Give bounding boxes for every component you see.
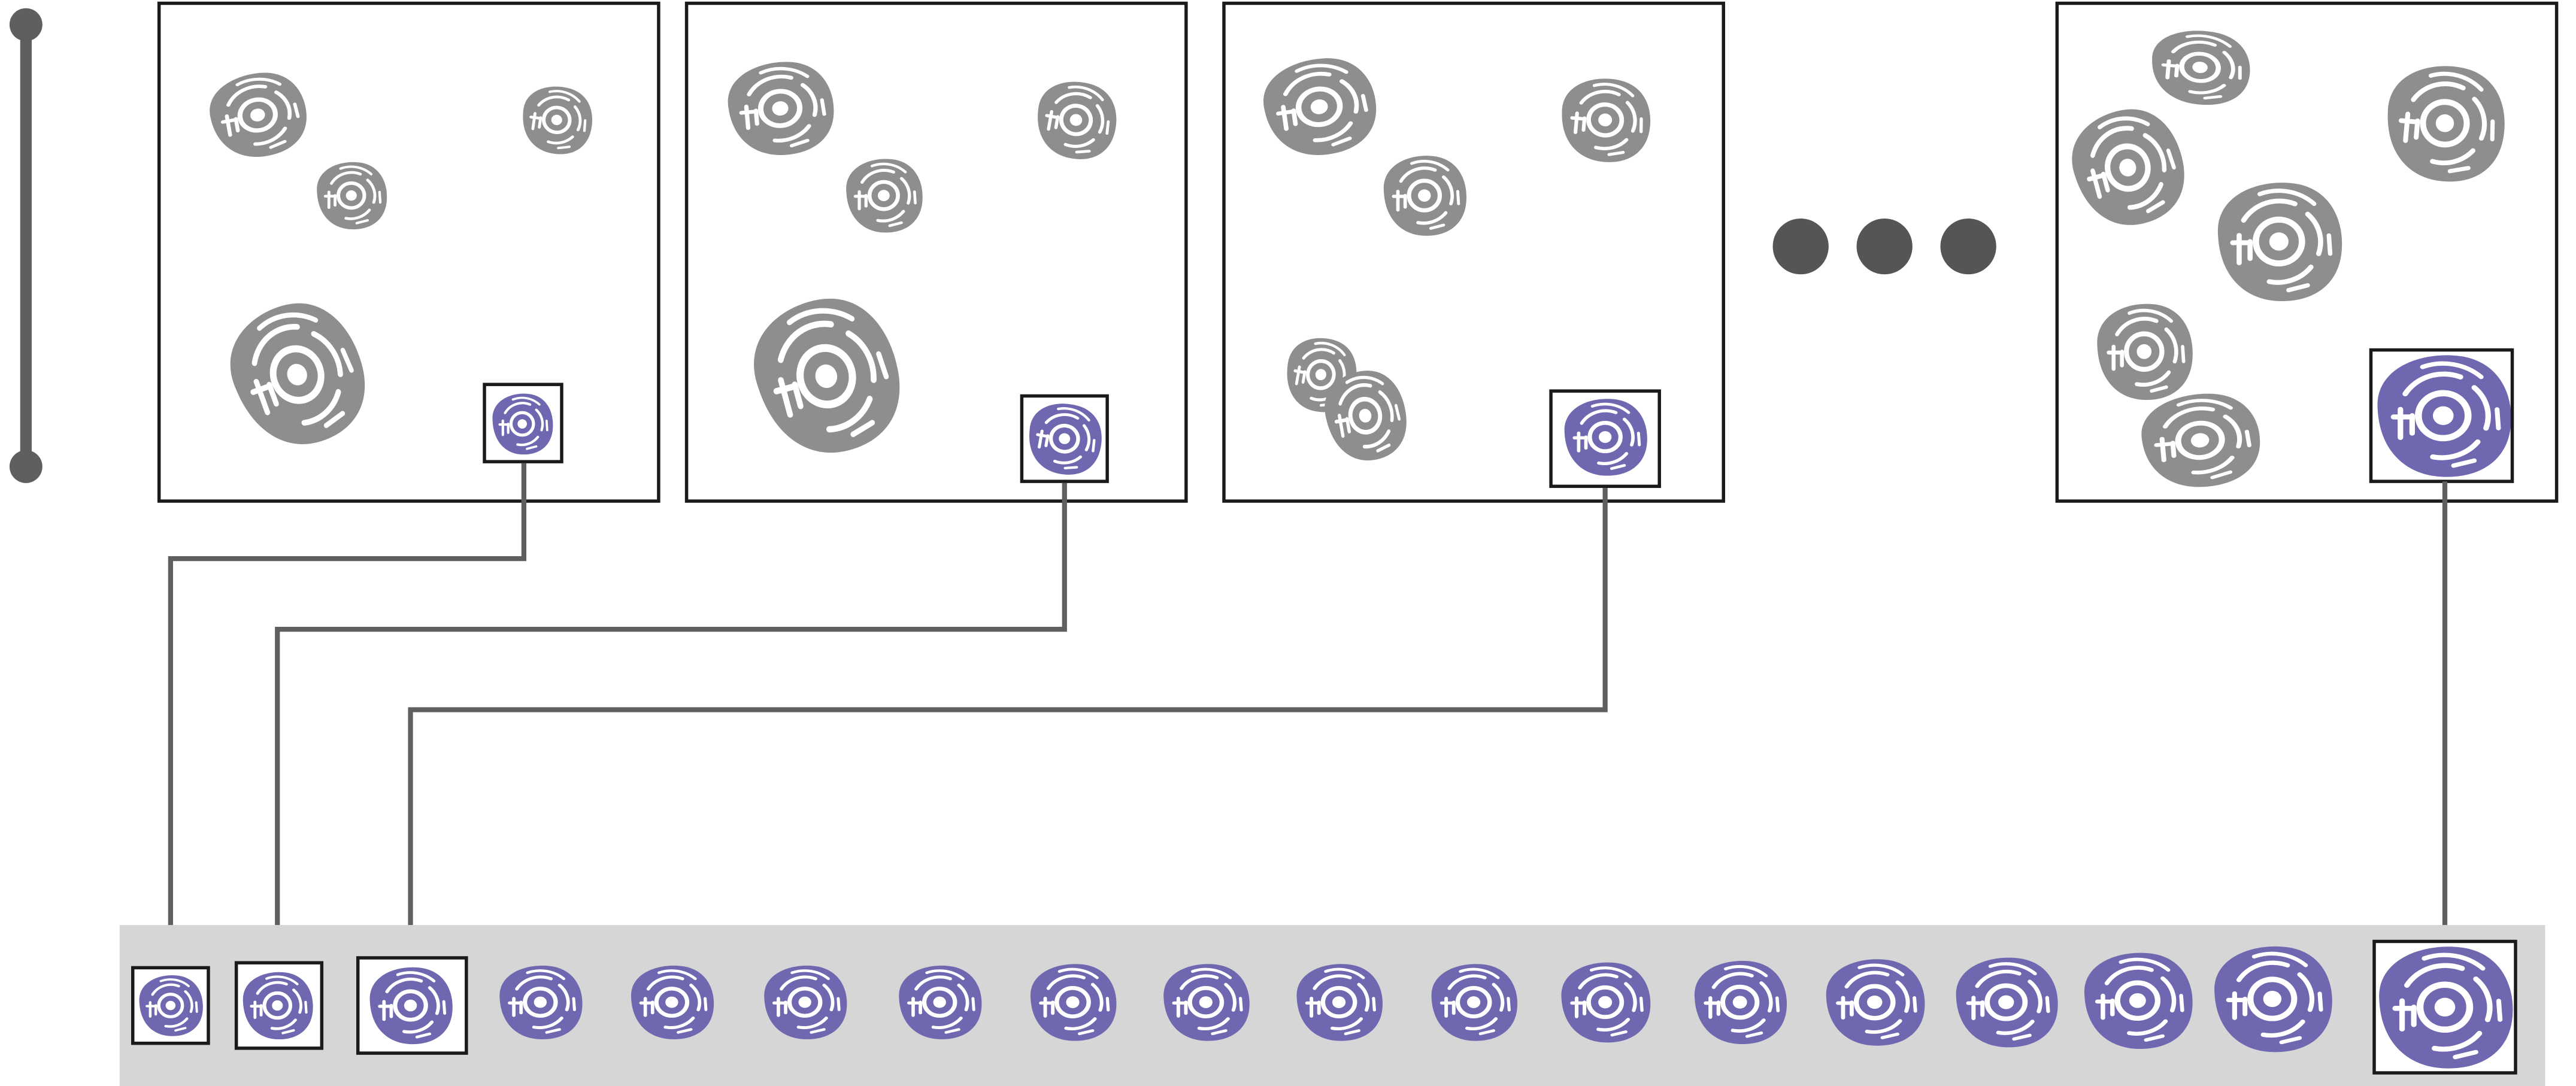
ellipsis-dot [1773, 219, 1829, 274]
connector-line-2 [277, 483, 1065, 963]
ellipsis-dot [1940, 219, 1996, 274]
timeline-scale-icon [10, 8, 43, 483]
frame-3 [1224, 3, 1723, 501]
timeline-start-dot [10, 8, 43, 41]
frame-1-border [159, 3, 659, 501]
frame-2 [687, 3, 1186, 501]
frame-1 [159, 3, 659, 501]
frames-layer [159, 3, 2557, 501]
timeline-end-dot [10, 450, 43, 483]
frame-4 [2057, 3, 2556, 501]
connector-line-1 [171, 463, 524, 968]
ellipsis-dots-icon [1773, 219, 1996, 274]
connectors-layer [171, 463, 2445, 968]
connector-line-3 [411, 488, 1605, 958]
ellipsis-dot [1857, 219, 1913, 274]
